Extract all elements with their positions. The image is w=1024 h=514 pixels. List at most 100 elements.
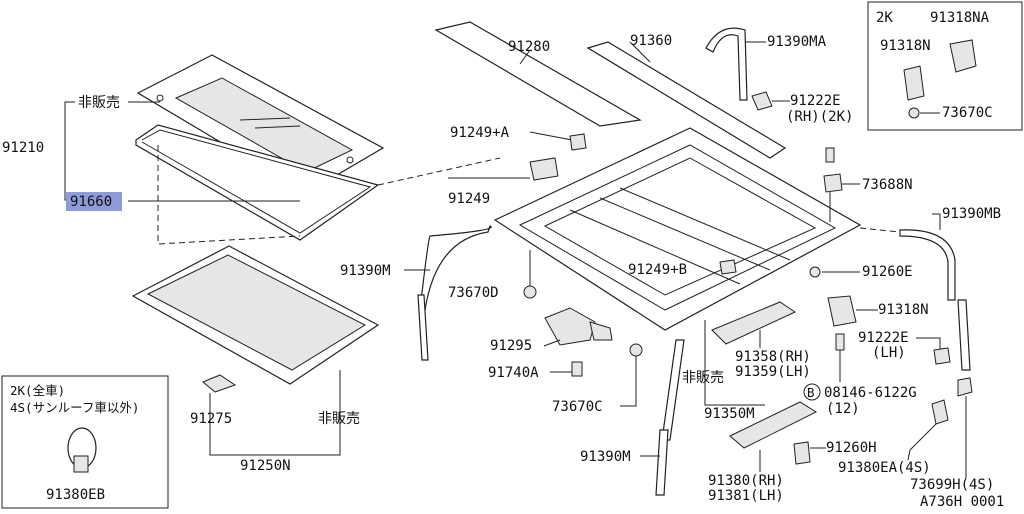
grommet-91260H[interactable] (793, 441, 811, 465)
label-73688N[interactable]: 73688N (862, 177, 913, 193)
label-91380[interactable]: 91380(RH) (708, 473, 784, 489)
label-73670C-mid[interactable]: 73670C (552, 399, 603, 415)
label-91275[interactable]: 91275 (190, 411, 232, 427)
clip-91380EA[interactable] (931, 399, 949, 425)
rail-91380-91381[interactable] (729, 401, 818, 449)
label-91359[interactable]: 91359(LH) (735, 364, 811, 380)
leader-91380EA (907, 423, 937, 461)
inset-label-73670C[interactable]: 73670C (942, 105, 993, 121)
nut-73670D[interactable] (523, 285, 537, 299)
part-91249A[interactable] (569, 133, 587, 151)
part-91275[interactable] (202, 374, 237, 393)
label-91249A[interactable]: 91249+A (450, 125, 510, 141)
motor-gear (589, 321, 613, 341)
label-91260E[interactable]: 91260E (862, 264, 913, 280)
label-91390MA[interactable]: 91390MA (767, 34, 827, 50)
inset-2k-box (867, 1, 1023, 131)
clip-91222E-rh[interactable] (751, 91, 773, 111)
drain-hose-91390MB-tail[interactable] (957, 299, 971, 371)
leader-91350M (704, 320, 765, 406)
assembly-dashline-a (157, 145, 301, 245)
inset-bracket-91318NA[interactable] (949, 39, 977, 73)
assembly-dashline-b (377, 157, 501, 186)
label-91660[interactable]: 91660 (70, 194, 112, 210)
leader-91360 (629, 41, 651, 63)
label-91350M[interactable]: 91350M (704, 406, 755, 422)
label-91222E-lh[interactable]: 91222E (858, 330, 909, 346)
leader-73670C-mid (620, 356, 637, 407)
inset-label-91318NA[interactable]: 91318NA (930, 10, 990, 26)
inset-label-91318N[interactable]: 91318N (880, 38, 931, 54)
label-91390M-bottom[interactable]: 91390M (580, 449, 631, 465)
inset-bracket-91318N[interactable] (903, 65, 925, 101)
inset-nut-73670C[interactable] (908, 107, 920, 119)
inset-91380EB-box (1, 375, 169, 509)
bracket-91318N[interactable] (827, 295, 857, 327)
label-91280[interactable]: 91280 (508, 39, 550, 55)
label-not-sold-c: 非販売 (318, 411, 360, 427)
label-91295[interactable]: 91295 (490, 338, 532, 354)
label-91390M-left[interactable]: 91390M (340, 263, 391, 279)
drain-hose-91390M-bottom[interactable] (661, 339, 685, 441)
rail-91360[interactable] (586, 41, 787, 159)
label-not-sold-b: 非販売 (682, 370, 724, 386)
label-91381[interactable]: 91381(LH) (708, 488, 784, 504)
highlight-91660 (66, 192, 122, 211)
elbow-73699H[interactable] (957, 377, 973, 397)
drain-hose-91390M-left-tail[interactable] (417, 294, 429, 361)
label-bolt-code[interactable]: 08146-6122G (824, 385, 917, 401)
inset-part-91380EB-base (73, 455, 89, 473)
label-91358[interactable]: 91358(RH) (735, 349, 811, 365)
label-91260H[interactable]: 91260H (826, 440, 877, 456)
screw-top (825, 147, 835, 163)
label-rh-2k: (RH)(2K) (786, 109, 853, 125)
label-91210[interactable]: 91210 (2, 140, 44, 156)
inset-label-91380EB[interactable]: 91380EB (46, 487, 105, 503)
label-bolt-qty: (12) (826, 401, 860, 417)
drain-hose-91390M-left[interactable] (419, 225, 492, 311)
drain-hose-91390M-bottom-tail[interactable] (655, 429, 669, 496)
motor-91295[interactable] (544, 307, 596, 346)
label-91360[interactable]: 91360 (630, 33, 672, 49)
sunshade-91250N[interactable] (131, 245, 380, 385)
drain-hose-91390MA[interactable] (705, 27, 748, 101)
screw-mid (835, 333, 845, 351)
glass-lid-91210[interactable] (136, 54, 385, 194)
label-91318N-mid[interactable]: 91318N (878, 302, 929, 318)
leader-91210 (64, 101, 75, 201)
rail-91358-91359[interactable] (711, 301, 797, 345)
bolt-mark-circle (803, 383, 821, 401)
label-91249[interactable]: 91249 (448, 191, 490, 207)
part-73688N[interactable] (823, 173, 843, 193)
leader-91295 (543, 339, 561, 347)
rail-91280[interactable] (434, 21, 642, 127)
label-91222E-rh[interactable]: 91222E (790, 93, 841, 109)
leader-91249A (529, 131, 573, 141)
label-not-sold-a: 非販売 (78, 95, 120, 111)
inset-line2: 4S(サンルーフ車以外) (10, 400, 139, 415)
label-91249B[interactable]: 91249+B (628, 262, 687, 278)
inset-2k-title: 2K (876, 10, 893, 26)
weatherstrip-91660[interactable] (135, 124, 380, 241)
label-91740A[interactable]: 91740A (488, 365, 539, 381)
clip-91222E-lh[interactable] (933, 347, 951, 365)
bolt-mark: B (807, 385, 815, 400)
nut-73670C-mid[interactable] (629, 343, 643, 357)
dashline-91390MB (859, 227, 901, 233)
part-91249B[interactable] (719, 259, 737, 275)
label-73670D[interactable]: 73670D (448, 285, 499, 301)
screw-91740A[interactable] (571, 361, 583, 377)
label-91390MB[interactable]: 91390MB (942, 206, 1001, 222)
sunroof-frame-91350M[interactable] (493, 127, 862, 331)
label-lh: (LH) (872, 345, 906, 361)
label-73699H[interactable]: 73699H(4S) (910, 477, 994, 493)
diagram-id: A736H 0001 (920, 494, 1004, 510)
grommet-91260E[interactable] (809, 266, 821, 278)
label-91380EA[interactable]: 91380EA(4S) (838, 460, 931, 476)
part-91249[interactable] (529, 157, 559, 181)
label-91250N[interactable]: 91250N (240, 458, 291, 474)
drain-hose-91390MB[interactable] (899, 229, 956, 301)
leader-91280 (519, 49, 531, 65)
